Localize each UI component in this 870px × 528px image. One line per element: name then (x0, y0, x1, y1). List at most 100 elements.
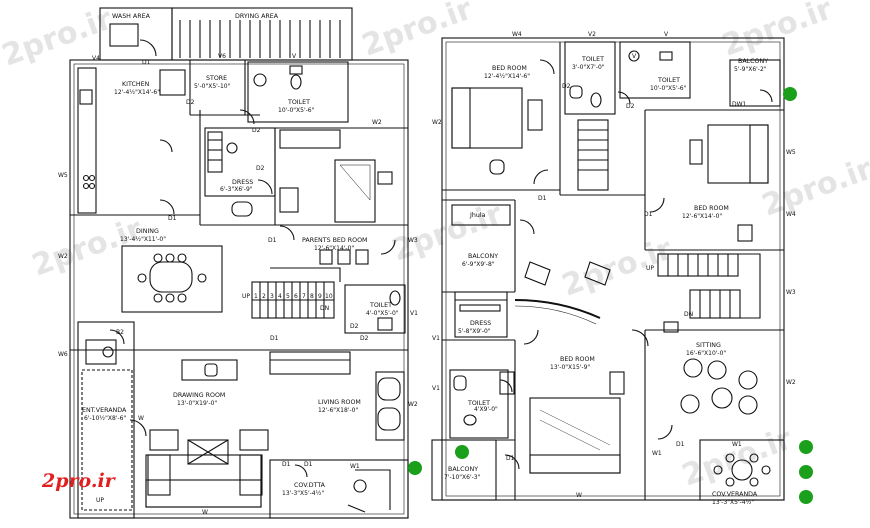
room-label-entveranda: ENT.VERANDA (82, 407, 127, 414)
room-label-toilet-c: TOILET (467, 400, 490, 407)
plant-icon (783, 87, 797, 101)
room-dim-balcony3: 7'-10"X6'-3" (444, 474, 481, 481)
plan-tag: W (138, 415, 144, 422)
room-dim-dress: 6'-3"X6'-9" (220, 186, 253, 193)
room-label-bed3: BED ROOM (560, 356, 595, 363)
plan-tag: 2 (262, 293, 266, 300)
room-label-jhula: Jhula (469, 212, 486, 219)
plan-tag: V6 (218, 53, 226, 60)
room-label-bed1: BED ROOM (492, 65, 527, 72)
room-label-living: LIVING ROOM (318, 399, 361, 406)
room-dim-dress2: 5'-8"X9'-0" (458, 328, 491, 335)
plan-tag: D1 (268, 237, 277, 244)
plan-tag: W3 (786, 289, 796, 296)
plan-tag: D2 (562, 83, 571, 90)
room-dim-toilet-b: 10'-0"X5'-6" (650, 85, 687, 92)
plant-icon (799, 465, 813, 479)
plan-tag: 1 (254, 293, 258, 300)
room-label-covveranda: COV.VERANDA (712, 491, 758, 498)
plan-tag: D1 (538, 195, 547, 202)
plan-tag: 5 (286, 293, 290, 300)
plan-tag: V2 (588, 31, 596, 38)
plan-tag: D1 (282, 461, 291, 468)
plan-tag: V1 (410, 310, 418, 317)
room-dim-drawing: 13'-0"X19'-0" (177, 400, 217, 407)
plan-tag: D1 (644, 211, 653, 218)
room-label-balcony3: BALCONY (448, 466, 478, 473)
room-label-drying: DRYING AREA (235, 13, 279, 20)
plan-tag: D2 (350, 323, 359, 330)
room-label-toilet: TOILET (287, 99, 310, 106)
room-dim-toilet2: 4'-0"X5'-0" (366, 310, 399, 317)
plan-tag: UP (96, 497, 104, 504)
plan-tag: D1 (168, 215, 177, 222)
room-label-kitchen: KITCHEN (122, 81, 150, 88)
room-label-balcony1: BALCONY (738, 58, 768, 65)
left-plan-walls (69, 7, 409, 519)
plan-tag: 10 (325, 293, 333, 300)
plan-tag: W3 (408, 237, 418, 244)
plan-tag: W5 (786, 149, 796, 156)
plan-tag: DN (684, 311, 693, 318)
right-plan-labels: BED ROOM 12'-4½"X14'-6" TOILET 3'-0"X7'-… (432, 31, 796, 506)
room-label-dining: DINING (136, 228, 159, 235)
plant-icons (408, 87, 813, 504)
plant-icon (408, 461, 422, 475)
plan-tag: D2 (256, 165, 265, 172)
room-dim-sitting: 16'-6"X10'-0" (686, 350, 726, 357)
brand-logo: 2pro.ir (42, 470, 115, 492)
plan-tag: W2 (432, 119, 442, 126)
room-dim-bed3: 13'-0"X15'-9" (550, 364, 590, 371)
plan-tag: D1 (142, 59, 151, 66)
room-dim-parents: 12'-6"X14'-0" (314, 245, 354, 252)
plan-tag: 8 (310, 293, 314, 300)
plan-tag: DW1 (732, 101, 747, 108)
plan-tag: V1 (432, 335, 440, 342)
plan-tag: V1 (432, 385, 440, 392)
left-plan-labels: WASH AREA DRYING AREA KITCHEN 12'-4½"X14… (58, 13, 418, 516)
plant-icon (799, 490, 813, 504)
room-dim-covveranda: 13'-3"X5'-4½" (712, 499, 754, 506)
room-dim-store: 5'-0"X5'-10" (194, 83, 231, 90)
right-plan-walls (431, 37, 785, 501)
plan-tag: W4 (512, 31, 522, 38)
room-dim-balcony2: 6'-9"X9'-8" (462, 261, 495, 268)
plan-tag: 4 (278, 293, 282, 300)
plan-tag: 9 (318, 293, 322, 300)
plan-tag: B2 (116, 329, 124, 336)
plan-tag: W2 (786, 379, 796, 386)
plan-tag: D1 (506, 455, 515, 462)
plan-tag: W1 (652, 450, 662, 457)
room-dim-toilet: 10'-0"X5'-6" (278, 107, 315, 114)
plan-tag: UP (242, 293, 250, 300)
plan-tag: W2 (58, 253, 68, 260)
plan-tag: V4 (92, 55, 100, 62)
room-label-store: STORE (206, 75, 227, 82)
plan-tag: 7 (302, 293, 306, 300)
room-dim-toilet-a: 3'-0"X7'-0" (572, 64, 605, 71)
room-label-drawing: DRAWING ROOM (173, 392, 225, 399)
plan-tag: V (632, 53, 637, 60)
room-dim-bed1: 12'-4½"X14'-6" (484, 73, 530, 80)
plan-tag: W1 (350, 463, 360, 470)
room-label-toilet-b: TOILET (657, 77, 680, 84)
room-dim-covdtta: 13'-3"X5'-4½" (282, 490, 324, 497)
room-label-dress: DRESS (232, 179, 253, 186)
plan-tag: D1 (304, 461, 313, 468)
plan-tag: D1 (676, 441, 685, 448)
room-dim-kitchen: 12'-4½"X14'-6" (114, 89, 160, 96)
plan-tag: DN (320, 305, 329, 312)
room-label-toilet2: TOILET (369, 302, 392, 309)
room-dim-dining: 13'-4½"X11'-0" (120, 236, 166, 243)
room-label-dress2: DRESS (470, 320, 491, 327)
plan-tag: D2 (360, 335, 369, 342)
plan-tag: D2 (252, 127, 261, 134)
plan-tag: W5 (58, 172, 68, 179)
plan-tag: W4 (786, 211, 796, 218)
plant-icon (455, 445, 469, 459)
plant-icon (799, 440, 813, 454)
room-dim-bed2: 12'-6"X14'-0" (682, 213, 722, 220)
room-dim-entveranda: 6'-10½"X8'-6" (84, 415, 126, 422)
room-label-balcony2: BALCONY (468, 253, 498, 260)
room-label-bed2: BED ROOM (694, 205, 729, 212)
